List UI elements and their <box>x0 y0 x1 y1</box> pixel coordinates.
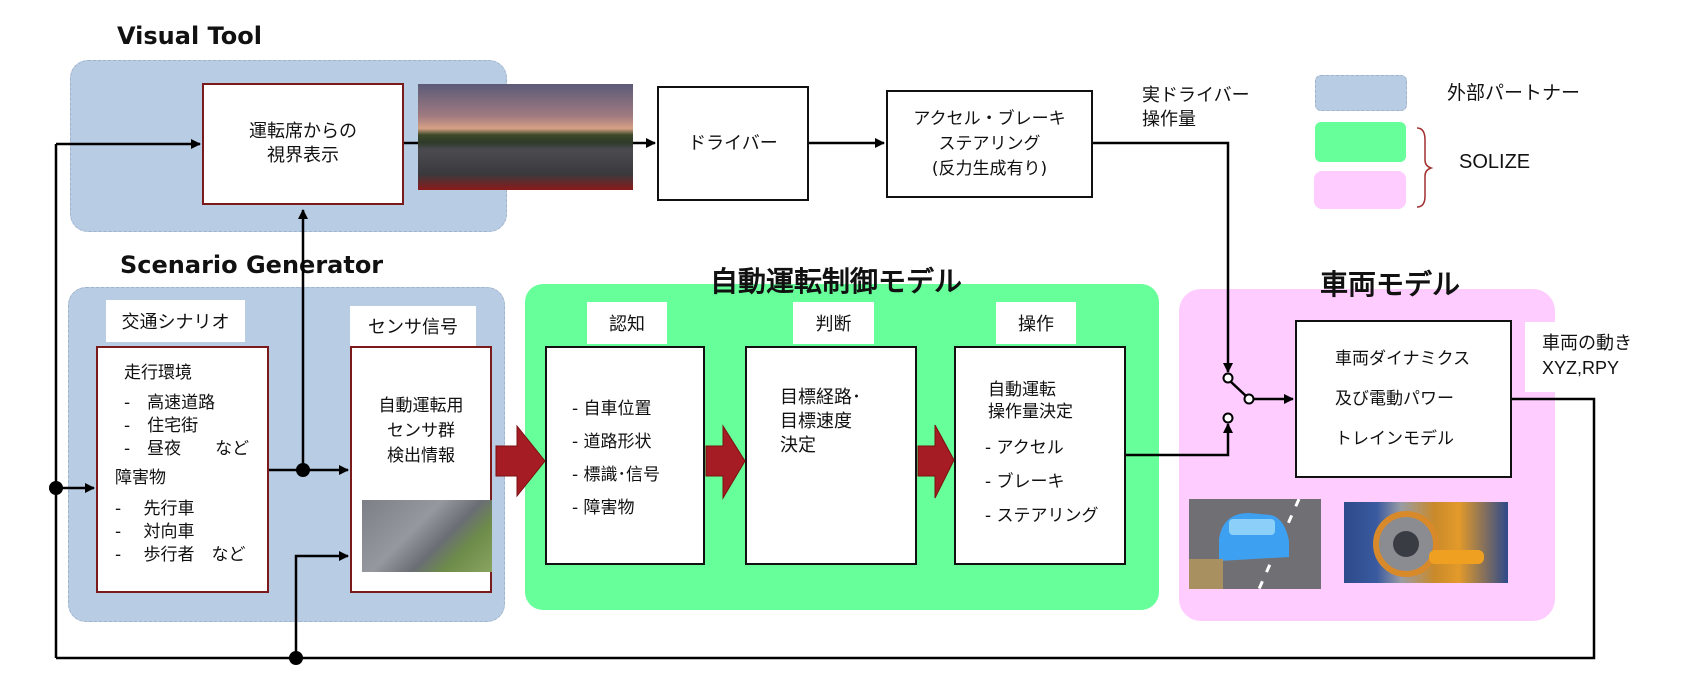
legend-brace-icon <box>1416 127 1434 208</box>
traffic-scenario-tag: 交通シナリオ <box>106 300 245 342</box>
pedal-line-3: (反力生成有り) <box>931 158 1048 179</box>
sensor-signal-tag: センサ信号 <box>350 306 476 346</box>
operation-line: 自動運転 <box>988 380 1056 400</box>
judgment-line: 決定 <box>780 435 816 456</box>
operation-box: 自動運転 操作量決定 - アクセル - ブレーキ - ステアリング <box>954 346 1126 565</box>
vehicle-car-image <box>1189 498 1321 590</box>
driver-view-line-2: 視界表示 <box>267 145 339 166</box>
vehicle-line-1: 車両ダイナミクス <box>1335 349 1471 369</box>
sensor-text: 自動運転用 センサ群 検出情報 <box>352 394 490 469</box>
visual-tool-title: Visual Tool <box>117 22 262 50</box>
blue-car-icon <box>1189 498 1321 590</box>
legend-swatch-solize-pink <box>1314 171 1406 209</box>
env-item: - 住宅街 <box>124 416 199 436</box>
driver-view-display-box: 運転席からの 視界表示 <box>202 83 404 205</box>
sensor-line-3: 検出情報 <box>387 446 455 466</box>
operation-line: 操作量決定 <box>988 402 1073 422</box>
driver-view-line-1: 運転席からの <box>249 121 357 142</box>
env-heading: 走行環境 <box>124 363 192 383</box>
sensor-line-2: センサ群 <box>387 421 455 441</box>
real-driver-output-label: 実ドライバー 操作量 <box>1142 84 1250 132</box>
pedal-line-1: アクセル・ブレーキ <box>913 108 1066 129</box>
legend-label-external: 外部パートナー <box>1447 82 1581 104</box>
obstacle-item: - 対向車 <box>115 522 195 542</box>
vehicle-line-3: トレインモデル <box>1335 429 1454 449</box>
switch-terminal-lower <box>1222 412 1234 424</box>
switch-terminal-upper <box>1222 372 1234 384</box>
recognition-item: - 道路形状 <box>572 432 652 452</box>
motor-icon <box>1373 511 1484 577</box>
flow-arrow-judgment-to-operation <box>917 424 955 499</box>
driver-view-photo <box>418 84 633 190</box>
control-model-title: 自動運転制御モデル <box>710 265 963 298</box>
pedal-to-switch-line <box>1093 141 1233 373</box>
driver-label: ドライバー <box>688 132 778 154</box>
legend-swatch-solize-green <box>1315 122 1406 162</box>
obstacle-item: - 歩行者 など <box>115 545 246 565</box>
env-item: - 昼夜 など <box>124 439 250 459</box>
legend-swatch-external <box>1315 75 1407 111</box>
vehicle-output-line-1: 車両の動き <box>1542 333 1632 354</box>
judgment-box: 目標経路･ 目標速度 決定 <box>745 346 917 565</box>
flow-arrow-recognition-to-judgment <box>705 424 746 500</box>
vehicle-line-2: 及び電動パワー <box>1335 389 1454 409</box>
vehicle-output-label: 車両の動き XYZ,RPY <box>1542 332 1632 380</box>
recognition-item: - 障害物 <box>572 498 635 518</box>
feedback-bottom-line <box>56 397 1596 660</box>
vehicle-model-title: 車両モデル <box>1320 268 1461 301</box>
vehicle-powertrain-image <box>1344 502 1508 583</box>
recognition-item: - 自車位置 <box>572 399 652 419</box>
judgment-line: 目標速度 <box>780 411 852 432</box>
vehicle-output-line-2: XYZ,RPY <box>1542 358 1620 378</box>
operation-item: - ステアリング <box>985 506 1099 526</box>
operation-item: - アクセル <box>985 438 1064 458</box>
junction-dot-left <box>49 481 63 495</box>
recognition-box: - 自車位置 - 道路形状 - 標識･信号 - 障害物 <box>545 346 705 565</box>
junction-dot-bottom <box>289 651 303 665</box>
scenario-generator-title: Scenario Generator <box>120 251 384 279</box>
flow-arrow-sensor-to-recognition <box>495 424 546 498</box>
feedback-to-sensor-arrow <box>294 551 349 658</box>
real-driver-line-2: 操作量 <box>1142 109 1196 130</box>
switch-contact <box>1243 393 1255 405</box>
operation-tag: 操作 <box>996 302 1076 344</box>
legend-label-solize: SOLIZE <box>1459 151 1531 173</box>
obstacle-heading: 障害物 <box>115 468 166 488</box>
sensor-line-1: 自動運転用 <box>378 396 464 416</box>
judgment-tag: 判断 <box>793 302 874 344</box>
traffic-scenario-box: 走行環境 - 高速道路 - 住宅街 - 昼夜 など 障害物 - 先行車 - 対向… <box>96 346 269 593</box>
pedal-steering-box: アクセル・ブレーキ ステアリング (反力生成有り) <box>886 90 1093 198</box>
pedal-line-2: ステアリング <box>938 133 1041 154</box>
switch-lever <box>1229 380 1247 397</box>
driver-box: ドライバー <box>657 86 809 201</box>
env-item: - 高速道路 <box>124 393 216 413</box>
vehicle-dynamics-box: 車両ダイナミクス 及び電動パワー トレインモデル <box>1295 320 1512 478</box>
sensor-detection-image <box>362 500 492 572</box>
vehicle-output-label-bg <box>1525 322 1565 392</box>
real-driver-line-1: 実ドライバー <box>1142 85 1250 106</box>
control-to-switch-line <box>1126 423 1233 457</box>
recognition-item: - 標識･信号 <box>572 465 661 485</box>
obstacle-item: - 先行車 <box>115 499 195 519</box>
operation-item: - ブレーキ <box>985 472 1065 492</box>
judgment-line: 目標経路･ <box>780 387 861 408</box>
recognition-tag: 認知 <box>587 302 667 344</box>
junction-dot-scenario <box>296 463 310 477</box>
